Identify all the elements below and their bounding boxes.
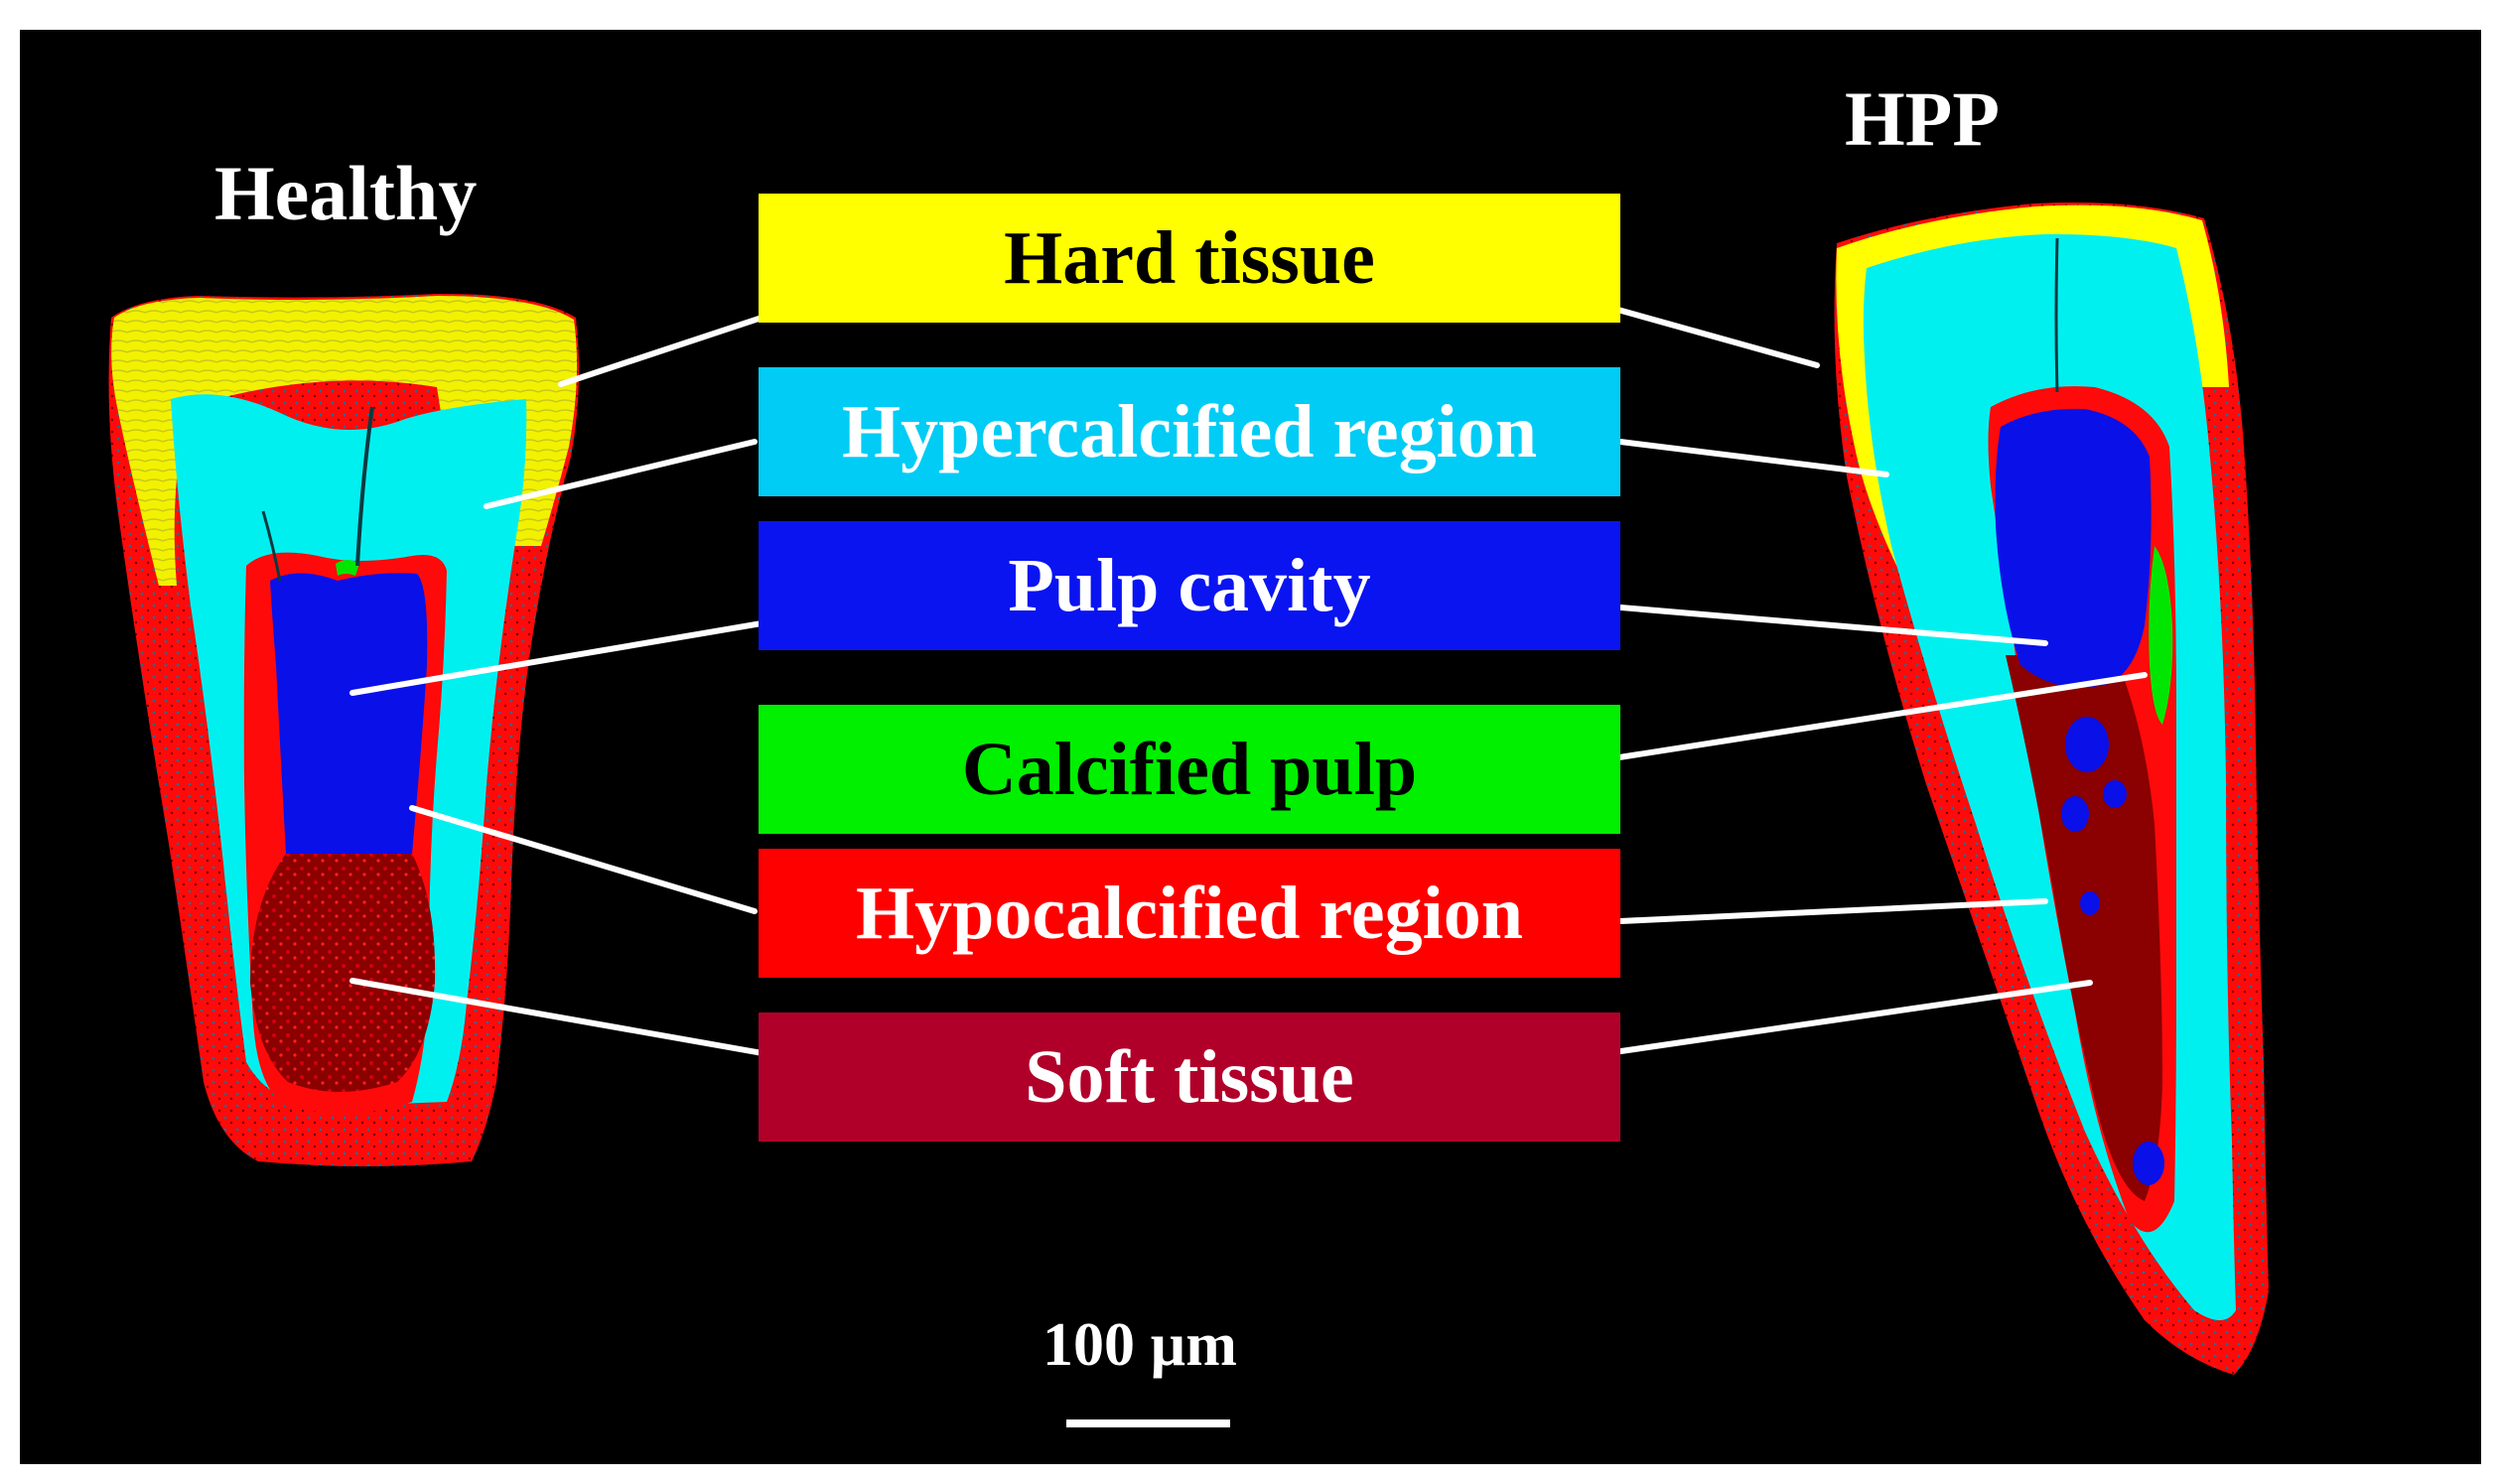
hpp-pulp-island-2 xyxy=(2061,796,2089,832)
hpp-title: HPP xyxy=(1845,75,2000,162)
leader-hypo-left xyxy=(409,805,758,914)
tooth-illustration xyxy=(108,202,2269,1375)
legend-pulp-cavity: Pulp cavity xyxy=(759,521,1620,650)
hpp-tooth xyxy=(1834,202,2269,1375)
legend-hard-tissue-label: Hard tissue xyxy=(1004,216,1375,300)
healthy-tooth xyxy=(108,293,580,1166)
legend-pulp-cavity-label: Pulp cavity xyxy=(1008,544,1371,627)
healthy-soft-tissue xyxy=(250,854,436,1092)
healthy-crack xyxy=(355,406,374,567)
legend-hard-tissue: Hard tissue xyxy=(759,194,1620,323)
legend-hypercalcified-region: Hypercalcified region xyxy=(759,367,1620,496)
legend-hypocalcified-region: Hypocalcified region xyxy=(759,849,1620,978)
scale-bar xyxy=(1066,1419,1230,1427)
figure-panel: Healthy HPP Hard tissue Hypercalcified r… xyxy=(20,30,2481,1464)
legend-soft-tissue-label: Soft tissue xyxy=(1025,1035,1354,1119)
legend-hypocalcified-region-label: Hypocalcified region xyxy=(856,872,1523,955)
hpp-pulp-island xyxy=(2065,717,2109,772)
legend-soft-tissue: Soft tissue xyxy=(759,1012,1620,1142)
legend-calcified-pulp-label: Calcified pulp xyxy=(961,728,1418,811)
leader-hypo-right xyxy=(1617,898,2048,924)
hpp-pulp-island-3 xyxy=(2103,780,2127,808)
healthy-title: Healthy xyxy=(214,150,478,236)
legend-hypercalcified-region-label: Hypercalcified region xyxy=(841,390,1538,473)
hpp-crack xyxy=(2054,237,2059,393)
hpp-pulp-island-4 xyxy=(2080,891,2100,915)
hpp-pulp-cavity xyxy=(1995,408,2152,688)
leader-hyper-right xyxy=(1617,439,1889,477)
healthy-pulp-cavity xyxy=(270,573,428,854)
hpp-pulp-island-5 xyxy=(2133,1142,2164,1185)
healthy-crack-2 xyxy=(261,510,282,582)
healthy-calcified-pulp xyxy=(336,560,359,576)
legend-calcified-pulp: Calcified pulp xyxy=(759,705,1620,834)
scale-bar-label: 100 µm xyxy=(1042,1311,1237,1379)
hpp-calcified-pulp xyxy=(2149,546,2173,725)
leader-hyper-left xyxy=(484,439,758,509)
